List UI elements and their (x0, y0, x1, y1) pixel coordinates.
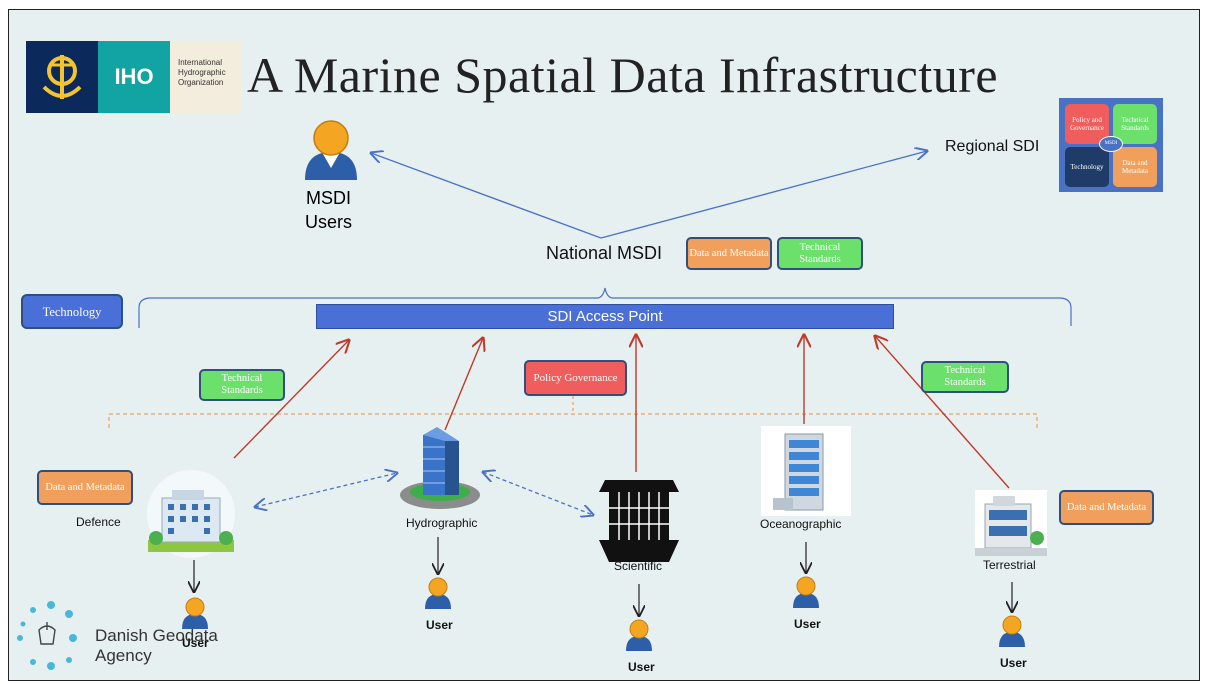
defence-data-metadata: Data and Metadata (37, 470, 133, 505)
arrow-to-users (371, 153, 602, 239)
national-msdi-label: National MSDI (546, 243, 663, 263)
iho-acronym: IHO (98, 41, 170, 113)
national-data-metadata: Data and Metadata (686, 237, 772, 270)
regional-sdi-label: Regional SDI (945, 138, 1040, 155)
technical-standards-right: Technical Standards (921, 361, 1009, 393)
user-icon (793, 576, 819, 608)
technology-brace (138, 287, 1072, 328)
technology-box: Technology (21, 294, 123, 329)
page-title: A Marine Spatial Data Infrastructure (247, 47, 999, 103)
hydrographic-building-icon (400, 427, 480, 509)
terrestrial-building-icon (975, 490, 1047, 556)
user-icon (626, 619, 652, 651)
arrow-to-regional (600, 151, 927, 239)
oceanographic-building-icon (761, 426, 851, 516)
user-icon (999, 615, 1025, 647)
terrestrial-data-metadata: Data and Metadata (1059, 490, 1154, 525)
policy-governance-box: Policy Governance (524, 360, 627, 396)
scientific-building-icon (599, 480, 679, 562)
user-label: User (182, 636, 209, 650)
scientific-label: Scientific (614, 559, 663, 573)
msdi-user-icon (305, 120, 357, 180)
arrow-defence (233, 340, 349, 459)
link-hydrographic-scientific (483, 472, 593, 515)
sdi-access-point: SDI Access Point (316, 304, 894, 329)
agency-logo-icon (17, 601, 77, 670)
link-defence-hydrographic (255, 473, 397, 507)
user-icon (182, 597, 208, 629)
national-technical-standards: Technical Standards (777, 237, 863, 270)
technical-standards-left: Technical Standards (199, 369, 285, 401)
user-label: User (628, 660, 655, 674)
defence-building-icon (147, 470, 235, 558)
arrow-hydrographic (444, 338, 483, 431)
oceanographic-label: Oceanographic (760, 517, 842, 531)
user-icon (425, 577, 451, 609)
connector-layer (108, 10, 1072, 680)
user-label: User (1000, 656, 1027, 670)
defence-label: Defence (76, 515, 121, 529)
governance-brace (108, 413, 1038, 428)
user-label: User (794, 617, 821, 631)
hydrographic-label: Hydrographic (406, 516, 478, 530)
regional-sdi-icon: Policy and Governance Technical Standard… (1059, 98, 1163, 192)
iho-emblem (26, 41, 98, 113)
anchor-icon (42, 55, 82, 99)
terrestrial-label: Terrestrial (983, 558, 1036, 572)
arrow-terrestrial (875, 336, 1010, 489)
user-label: User (426, 618, 453, 632)
